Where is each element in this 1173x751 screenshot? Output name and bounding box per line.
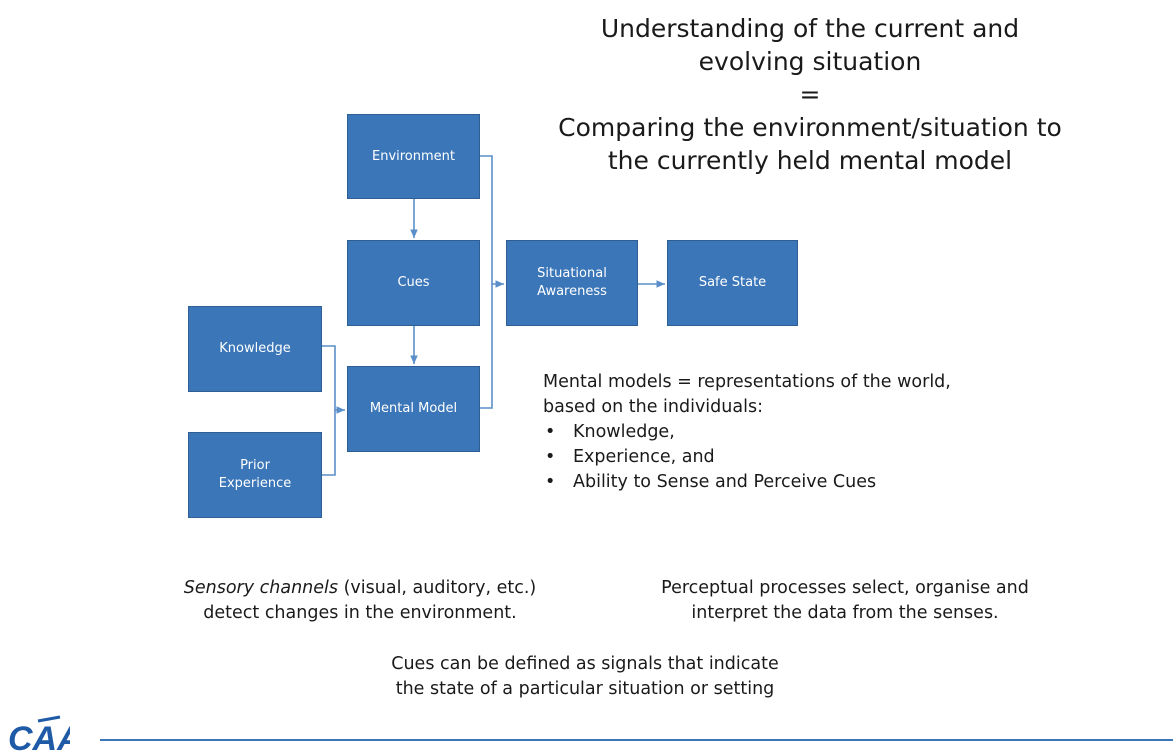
box-cues: Cues [347,240,480,326]
bullet-ability: Ability to Sense and Perceive Cues [543,470,1063,495]
box-situational-awareness-line-1: Situational [537,266,607,281]
box-safe-state-label: Safe State [698,275,767,290]
box-safe-state: Safe State [667,240,798,326]
box-knowledge-label: Knowledge [219,341,291,356]
caption-perceptual-line-2: interpret the data from the senses. [691,603,999,623]
caption-sensory-italic: Sensory channels [183,578,339,598]
title-equals: = [799,80,821,109]
caption-perceptual-line-1: Perceptual processes select, organise an… [661,578,1029,598]
connector-knowledge-to-mental-model [322,345,345,414]
box-situational-awareness-line-2: Awareness [537,284,607,299]
box-knowledge: Knowledge [188,306,322,392]
box-situational-awareness: Situational Awareness [506,240,638,326]
box-mental-model-label: Mental Model [369,401,458,416]
bullet-knowledge: Knowledge, [543,420,1063,445]
mental-models-definition: Mental models = representations of the w… [543,370,1063,495]
title-line-5: the currently held mental model [607,146,1013,175]
box-cues-label: Cues [397,275,430,290]
title-block: Understanding of the current and evolvin… [520,12,1100,177]
caption-sensory-rest: (visual, auditory, etc.) [338,578,537,598]
caption-sensory-line-2: detect changes in the environment. [203,603,517,623]
caa-logo: CAA [8,715,70,751]
bullet-experience: Experience, and [543,445,1063,470]
mental-models-intro-line-2: based on the individuals: [543,397,763,417]
box-prior-experience-line-1: Prior [240,458,270,473]
caa-logo-text: CAA [8,720,70,751]
mental-models-intro-line-1: Mental models = representations of the w… [543,372,951,392]
box-prior-experience: Prior Experience [188,432,322,518]
connector-environment-to-situational-awareness [480,155,504,288]
connector-prior-experience-to-mental-model [322,410,336,476]
box-environment: Environment [347,114,480,199]
connector-mental-model-to-situational-awareness [480,284,493,409]
box-mental-model: Mental Model [347,366,480,452]
footer-divider [100,739,1173,741]
caption-perceptual-processes: Perceptual processes select, organise an… [580,576,1110,626]
caption-sensory-channels: Sensory channels (visual, auditory, etc.… [140,576,580,626]
caption-cues-line-1: Cues can be defined as signals that indi… [391,654,779,674]
caption-cues-line-2: the state of a particular situation or s… [395,679,775,699]
title-line-4: Comparing the environment/situation to [558,113,1062,142]
title-line-2: evolving situation [698,47,922,76]
box-prior-experience-line-2: Experience [218,476,292,491]
title-line-1: Understanding of the current and [600,14,1020,43]
mental-models-bullet-list: Knowledge, Experience, and Ability to Se… [543,420,1063,495]
caption-cues-definition: Cues can be defined as signals that indi… [320,652,850,702]
box-environment-label: Environment [371,148,455,164]
